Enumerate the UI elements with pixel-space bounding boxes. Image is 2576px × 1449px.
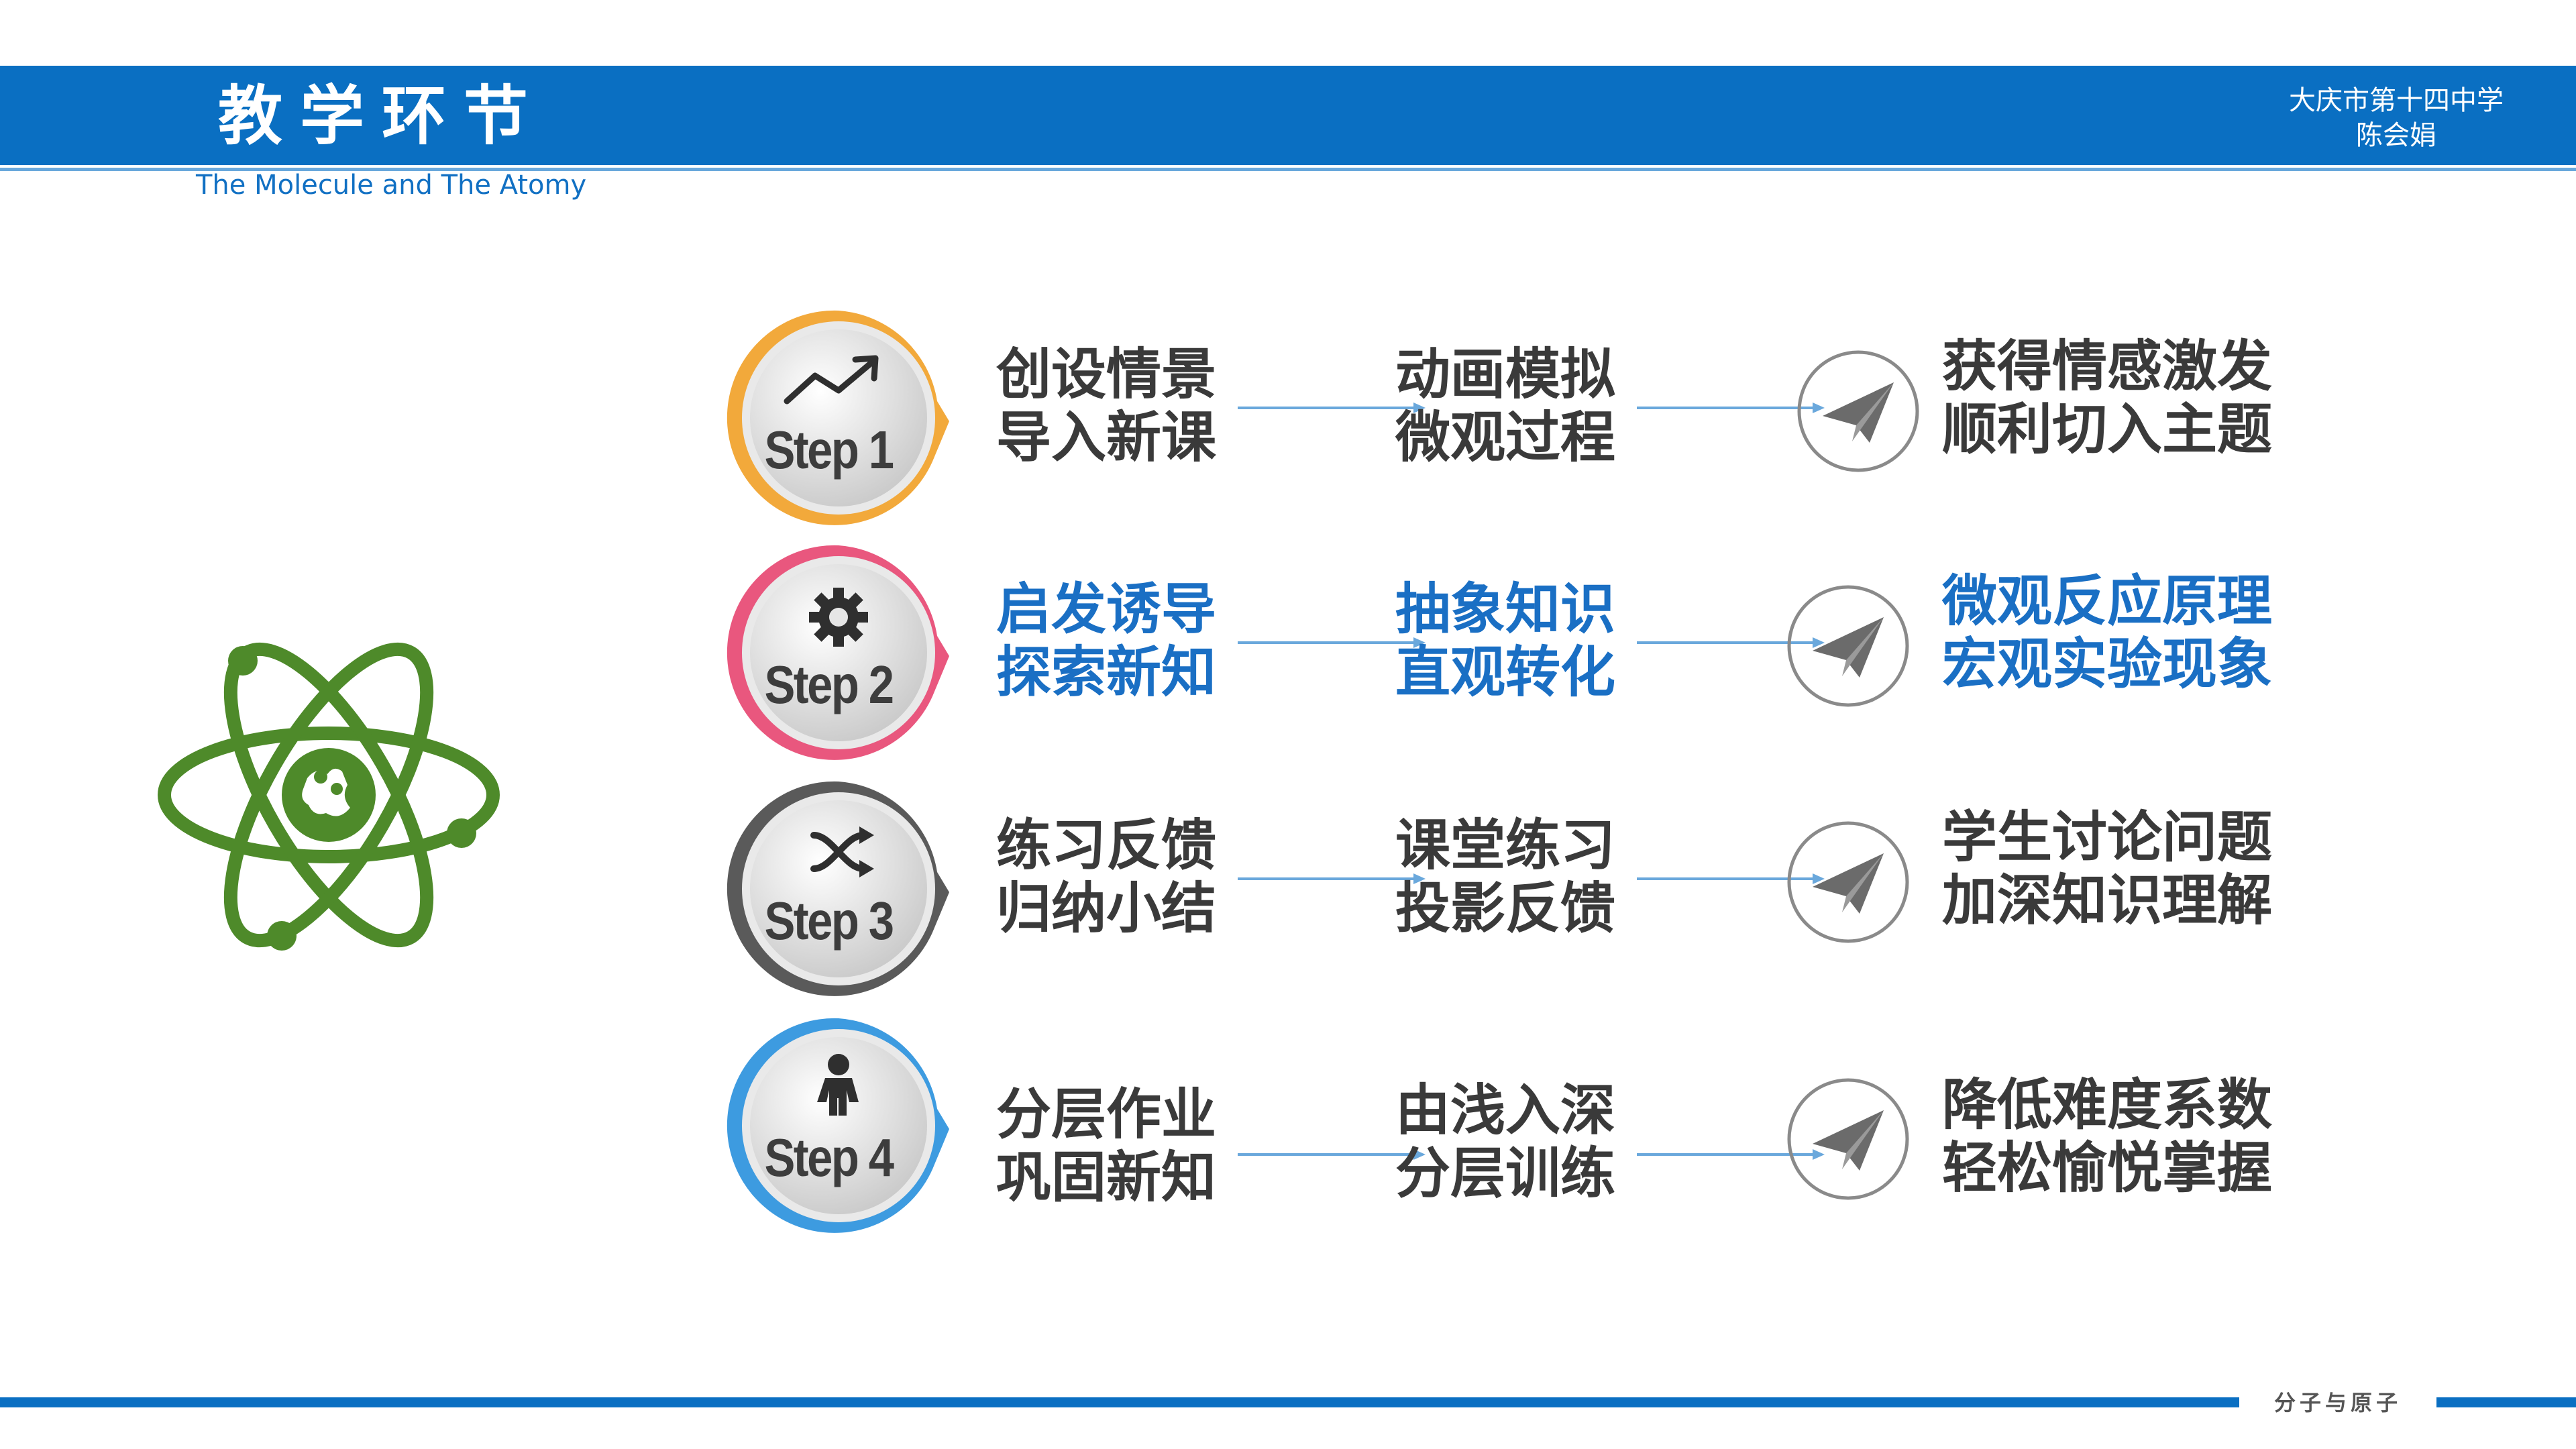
step-row-3: Step 3 练习反馈归纳小结 课堂练习投影反馈 学生讨论问题加深知识理解 bbox=[721, 771, 2358, 1006]
outcome-text: 降低难度系数轻松愉悦掌握 bbox=[1942, 1073, 2273, 1200]
step-badge-1 bbox=[727, 310, 949, 525]
step-row-4: Step 4 分层作业巩固新知 由浅入深分层训练 降低难度系数轻松愉悦掌握 bbox=[721, 1008, 2358, 1243]
method-name: 由浅入深分层训练 bbox=[1395, 1079, 1616, 1205]
step-badge-4 bbox=[727, 1018, 949, 1233]
footer-label: 分子与原子 bbox=[2273, 1390, 2402, 1415]
method-name: 动画模拟微观过程 bbox=[1395, 343, 1616, 470]
arrow-right-icon bbox=[1238, 637, 1426, 648]
outcome-text: 微观反应原理宏观实验现象 bbox=[1942, 570, 2273, 696]
person-icon bbox=[817, 1054, 859, 1116]
stage-name: 创设情景导入新课 bbox=[996, 343, 1217, 470]
atom-icon bbox=[158, 642, 500, 951]
school-name: 大庆市第十四中学 bbox=[2289, 85, 2504, 116]
stage-name: 练习反馈归纳小结 bbox=[996, 814, 1217, 941]
step-row-1: Step 1 创设情景导入新课 动画模拟微观过程 获得情感激发顺利切入主题 bbox=[721, 301, 2358, 535]
arrow-right-icon bbox=[1238, 873, 1426, 884]
header-bar bbox=[0, 66, 2576, 165]
arrow-right-icon bbox=[1637, 1149, 1825, 1160]
step-label: Step 3 bbox=[764, 891, 894, 951]
stage-name: 启发诱导探索新知 bbox=[996, 578, 1217, 704]
outcome-text: 学生讨论问题加深知识理解 bbox=[1942, 806, 2273, 932]
arrow-right-icon bbox=[1238, 1149, 1426, 1160]
step-badge-3 bbox=[727, 781, 949, 996]
paper-plane-icon bbox=[1787, 1078, 1909, 1200]
arrow-right-icon bbox=[1238, 402, 1426, 413]
arrow-right-icon bbox=[1637, 873, 1825, 884]
paper-plane-icon bbox=[1787, 585, 1909, 707]
method-name: 抽象知识直观转化 bbox=[1395, 578, 1616, 704]
stage-name: 分层作业巩固新知 bbox=[996, 1083, 1217, 1210]
step-label: Step 2 bbox=[764, 655, 894, 714]
shuffle-icon bbox=[810, 832, 867, 872]
step-badge-2 bbox=[727, 545, 949, 760]
paper-plane-icon bbox=[1797, 350, 1919, 472]
page-title: 教学环节 bbox=[218, 78, 545, 154]
teacher-name: 陈会娟 bbox=[2356, 120, 2436, 151]
trend-line-icon bbox=[784, 355, 879, 405]
author-block: 大庆市第十四中学 陈会娟 bbox=[2255, 83, 2537, 153]
header-divider bbox=[0, 168, 2576, 171]
arrow-right-icon bbox=[1637, 402, 1825, 413]
paper-plane-icon bbox=[1787, 821, 1909, 943]
arrow-right-icon bbox=[1637, 637, 1825, 648]
footer-bar bbox=[0, 1397, 2239, 1407]
step-label: Step 4 bbox=[764, 1128, 894, 1187]
gear-icon bbox=[809, 588, 868, 647]
method-name: 课堂练习投影反馈 bbox=[1395, 814, 1616, 941]
step-label: Step 1 bbox=[764, 420, 894, 480]
outcome-text: 获得情感激发顺利切入主题 bbox=[1942, 335, 2273, 462]
footer-bar-end bbox=[2436, 1397, 2576, 1407]
step-row-2: Step 2 启发诱导探索新知 抽象知识直观转化 微观反应原理宏观实验现象 bbox=[721, 535, 2358, 770]
page-subtitle: The Molecule and The Atomy bbox=[196, 170, 587, 201]
